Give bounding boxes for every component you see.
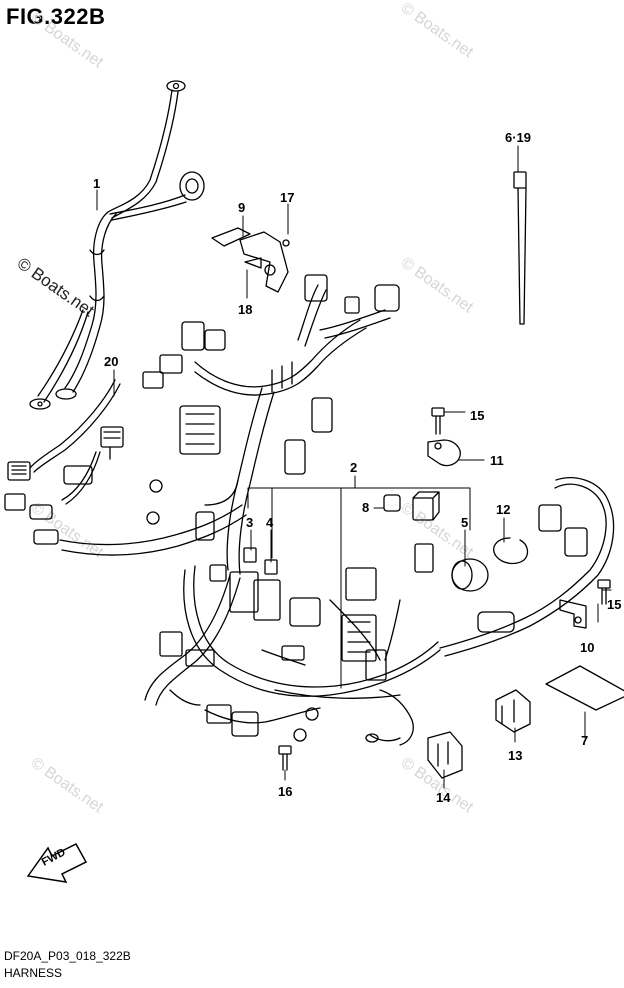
part-6-19-cable-tie — [513, 171, 527, 325]
callout-17: 17 — [280, 190, 294, 205]
watermark: © Boats.net — [14, 254, 98, 321]
callout-16: 16 — [278, 784, 292, 799]
part-12-band — [493, 537, 529, 565]
part-8-relay — [383, 491, 440, 521]
callout-7: 7 — [581, 733, 588, 748]
callout-12: 12 — [496, 502, 510, 517]
harness-part-20 — [4, 371, 164, 545]
callout-4: 4 — [266, 515, 274, 530]
part-10-bracket — [559, 599, 587, 629]
callout-20: 20 — [104, 354, 118, 369]
callout-labels: 1 2 3 4 5 6·19 7 8 9 10 11 12 13 14 15 1… — [93, 130, 621, 805]
callout-6-19: 6·19 — [505, 130, 531, 145]
watermark: © Boats.net — [398, 0, 477, 62]
part-14-clamp — [427, 731, 463, 779]
callout-13: 13 — [508, 748, 522, 763]
callout-10: 10 — [580, 640, 594, 655]
watermark: © Boats.net — [398, 254, 477, 316]
diagram-code: DF20A_P03_018_322B — [4, 949, 131, 963]
bolts — [278, 407, 611, 771]
harness-part-1 — [29, 80, 205, 410]
part-7-tape — [545, 665, 624, 711]
callout-18: 18 — [238, 302, 252, 317]
callout-15: 15 — [607, 597, 621, 612]
callout-11: 11 — [490, 453, 504, 468]
connectors — [159, 274, 588, 743]
callout-15: 15 — [470, 408, 484, 423]
watermarks: © Boats.net © Boats.net © Boats.net © Bo… — [14, 0, 477, 817]
watermark: © Boats.net — [398, 754, 477, 816]
watermark: © Boats.net — [28, 9, 107, 71]
watermark: © Boats.net — [28, 754, 107, 816]
callout-9: 9 — [238, 200, 245, 215]
diagram-caption: HARNESS — [4, 966, 63, 980]
part-2-grouping — [247, 487, 471, 689]
part-5-buzzer — [451, 558, 489, 592]
callout-3: 3 — [246, 515, 253, 530]
part-13-clamp — [495, 689, 531, 733]
callout-1: 1 — [93, 176, 100, 191]
callout-8: 8 — [362, 500, 369, 515]
part-9-17-18-bracket — [211, 227, 290, 293]
callout-14: 14 — [436, 790, 451, 805]
fwd-arrow: FWD — [26, 843, 88, 883]
figure-title: FIG.322B — [6, 4, 106, 29]
leader-lines — [96, 145, 612, 789]
callout-5: 5 — [461, 515, 468, 530]
main-harness-loom — [59, 284, 615, 746]
callout-2: 2 — [350, 460, 357, 475]
footer: DF20A_P03_018_322B HARNESS — [4, 948, 131, 982]
part-11-clamp — [427, 439, 461, 467]
